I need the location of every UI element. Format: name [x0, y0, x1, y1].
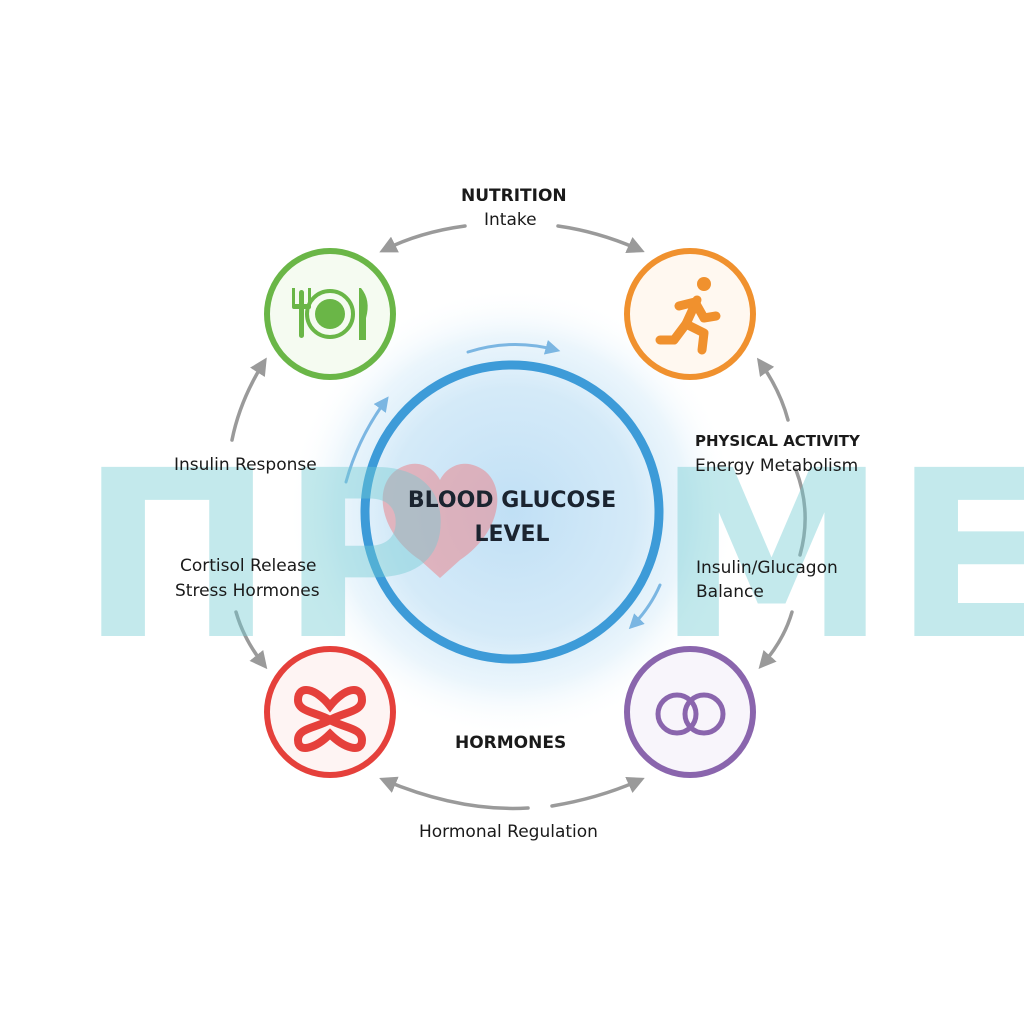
center-label-line1: BLOOD GLUCOSE [407, 488, 617, 513]
nutrition-subtitle: Intake [484, 210, 537, 230]
arrow-insulin-response-up [230, 357, 267, 442]
stress-hormones-label: Stress Hormones [175, 581, 320, 601]
inner-arrow-right [628, 583, 662, 630]
interlocking-rings-icon [655, 692, 726, 736]
physical-activity-node [624, 248, 756, 380]
cortisol-release-label: Cortisol Release [180, 556, 317, 576]
physical-activity-subtitle: Energy Metabolism [695, 456, 859, 476]
hormones-node [264, 646, 396, 778]
heart-icon [382, 463, 498, 578]
cycle-arrows [230, 224, 807, 811]
arrow-intake-to-nutrition [379, 224, 467, 253]
inner-flow-arrows [344, 340, 662, 630]
arrow-activity-up [756, 357, 790, 422]
balance-circle [624, 646, 756, 778]
nutrition-node [264, 248, 396, 380]
arrow-regulation-right [550, 777, 645, 808]
nutrition-title: NUTRITION [461, 186, 567, 206]
balance-label: Balance [696, 582, 764, 602]
center-glow [287, 287, 737, 737]
running-person-icon [655, 277, 721, 355]
center-ring [360, 360, 664, 664]
insulin-response-label: Insulin Response [174, 455, 317, 475]
hormonal-regulation-label: Hormonal Regulation [419, 822, 598, 842]
arrow-cortisol-down [234, 610, 268, 670]
physical-activity-title: PHYSICAL ACTIVITY [695, 432, 860, 450]
insulin-glucagon-label: Insulin/Glucagon [696, 558, 838, 578]
plate-cutlery-icon [292, 288, 368, 340]
center-label: BLOOD GLUCOSE LEVEL [362, 484, 662, 552]
hormones-title: HORMONES [455, 733, 567, 753]
arrow-intake-to-activity [556, 224, 645, 253]
inner-arrow-top [466, 340, 561, 355]
arc-right-middle [794, 468, 807, 557]
inner-arrow-left [344, 396, 389, 484]
balance-node [624, 646, 756, 778]
hormone-knot-icon [293, 686, 367, 752]
center-label-line2: LEVEL [474, 522, 550, 547]
arrow-balance-down [758, 610, 794, 669]
arrow-regulation-left [379, 776, 530, 811]
